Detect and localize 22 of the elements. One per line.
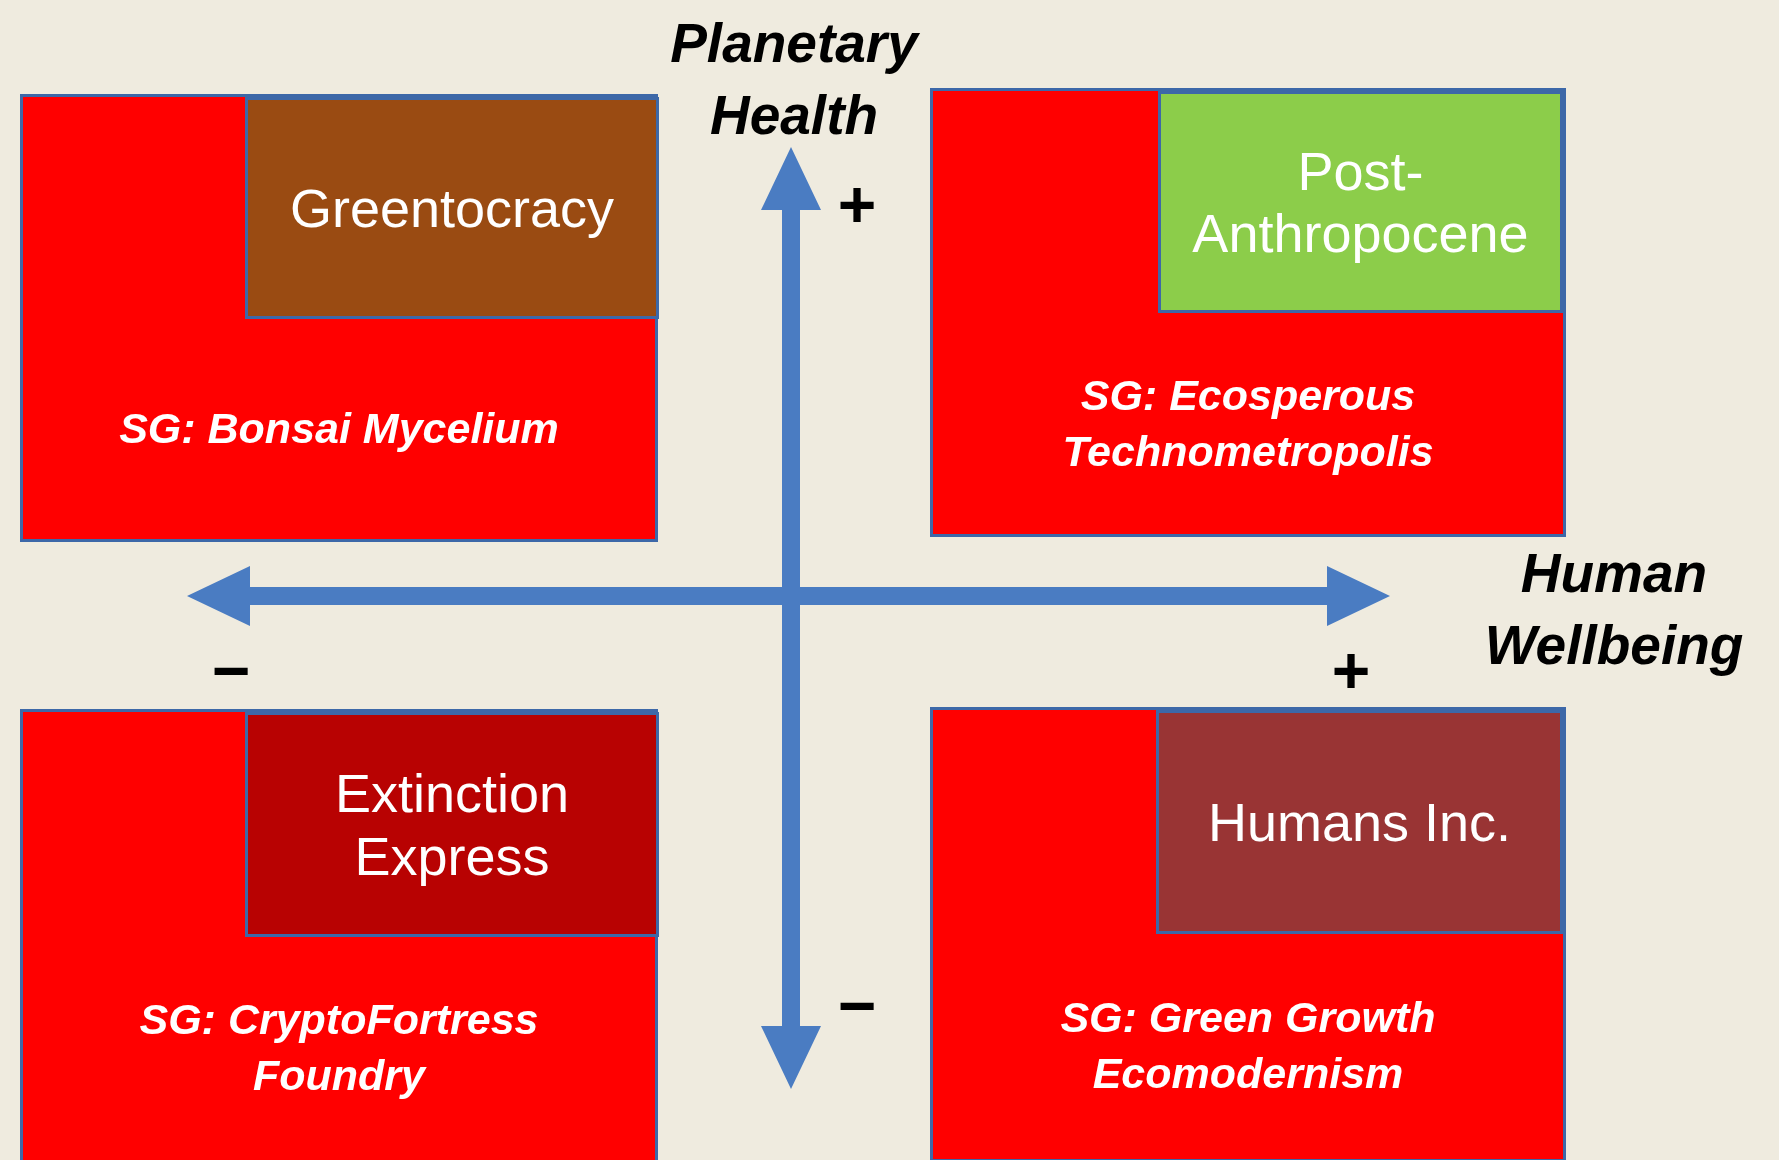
plus-sign: + bbox=[836, 166, 878, 243]
plus-sign: + bbox=[1330, 632, 1372, 709]
minus-sign: − bbox=[210, 632, 252, 709]
quadrant-panel bbox=[20, 709, 658, 1160]
scenario-subtitle: SG: Ecosperous Technometropolis bbox=[1061, 369, 1435, 477]
scenario-title: Greentocracy bbox=[289, 176, 615, 240]
scenario-panel bbox=[1158, 91, 1563, 313]
scenario-subtitle: SG: Bonsai Mycelium bbox=[119, 403, 559, 455]
scenario-subtitle: SG: Green Growth Ecomodernism bbox=[1059, 991, 1437, 1099]
quadrant-panel bbox=[20, 94, 658, 542]
scenario-panel bbox=[245, 97, 659, 319]
scenario-subtitle: SG: CryptoFortress Foundry bbox=[138, 993, 540, 1101]
quadrant-panel bbox=[930, 707, 1566, 1160]
scenario-title: Extinction Express bbox=[333, 762, 571, 887]
scenario-title: Post-Anthropocene bbox=[1191, 139, 1530, 265]
scenario-panel bbox=[1156, 710, 1563, 934]
axis-label: Human Wellbeing bbox=[1483, 541, 1745, 678]
scenario-panel bbox=[245, 712, 659, 937]
minus-sign: − bbox=[836, 967, 878, 1044]
quadrant-panel bbox=[930, 88, 1566, 537]
scenario-title: Humans Inc. bbox=[1207, 790, 1512, 854]
axis-label: Planetary Health bbox=[669, 11, 921, 148]
